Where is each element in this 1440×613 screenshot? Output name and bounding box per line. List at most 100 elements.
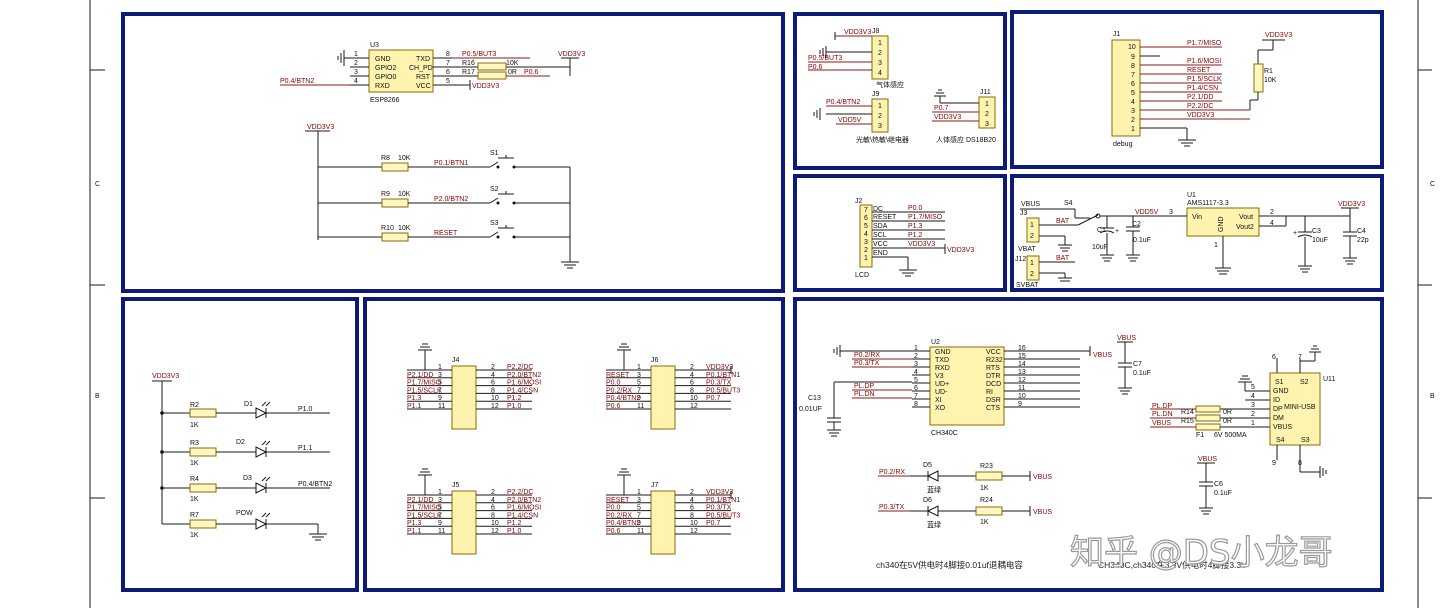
j4-rnum-3: 8: [491, 387, 495, 394]
u3-net-txd: P0.5/BUT3: [462, 51, 496, 58]
j11-pin1: 1: [985, 101, 989, 108]
d5-color: 蓝绿: [927, 485, 941, 494]
usb-pin-dp: DP: [1273, 406, 1283, 413]
usb-pin-gnd: GND: [1273, 388, 1289, 395]
u3-pin8-num: 8: [446, 51, 450, 58]
j1-pin9: 9: [1131, 54, 1135, 61]
lcd-label: LCD: [855, 272, 869, 279]
r10-ref: R10: [381, 225, 394, 232]
c1-ref: C1: [1097, 227, 1106, 234]
lcd-net-p12: P1.2: [908, 232, 923, 239]
usb-s1: S1: [1275, 379, 1284, 386]
mini-usb-connector: [1269, 372, 1321, 446]
j7-lnet-1: RESET: [606, 497, 630, 504]
r8-resistor: [381, 162, 409, 172]
j8-pin4: 4: [878, 70, 882, 77]
j5-ref: J5: [452, 482, 460, 489]
j7-lnum-1: 3: [637, 497, 641, 504]
lcd-name-vcc: VCC: [873, 241, 888, 248]
r23-val: 1K: [980, 485, 989, 492]
j11-pin3: 3: [985, 121, 989, 128]
button-row-2: R9 10K P2.0/BTN2 S2: [318, 186, 570, 208]
svg-text:+: +: [1293, 230, 1297, 237]
j6-rnum-3: 8: [690, 387, 694, 394]
j6-rnet-0: VDD3V3: [706, 364, 733, 371]
j4-lnum-4: 9: [438, 395, 442, 402]
j1-pin1: 1: [1131, 126, 1135, 133]
r14-ref: R14: [1181, 409, 1194, 416]
r24-resistor: [975, 506, 1003, 516]
zone-label-b-right: B: [1430, 393, 1435, 400]
u3-net-r17: P0.6: [524, 69, 539, 76]
j5-rnum-3: 8: [491, 512, 495, 519]
u3-pin4-name: RXD: [375, 83, 390, 90]
button-section: VDD3V3 R8 10K P0.1/BTN1 S1 R9 10K P2.0/B…: [305, 124, 579, 269]
u3-pin5-name: VCC: [416, 83, 431, 90]
u2-lnum-6: 7: [914, 393, 918, 400]
j2-pin5: 5: [864, 223, 868, 230]
r1-val: 10K: [1264, 77, 1277, 84]
usb-s3: S3: [1301, 437, 1310, 444]
j5-lnet-2: P1.7/MISO: [407, 505, 442, 512]
j4-lnum-5: 11: [438, 403, 445, 410]
r2-ref: R2: [190, 402, 199, 409]
u3-pin8-name: TXD: [416, 56, 430, 63]
u11-ref: U11: [1323, 376, 1335, 383]
usb-pin-id: ID: [1273, 397, 1280, 404]
r9-val: 10K: [398, 191, 411, 198]
vbat-label: VBAT: [1018, 246, 1036, 253]
button-net-1: P0.1/BTN1: [434, 160, 468, 167]
u2-rname-0: VCC: [986, 349, 1001, 356]
r9-ref: R9: [381, 191, 390, 198]
r7-resistor: [189, 519, 217, 529]
usb-shield-6: 6: [1272, 354, 1276, 361]
j1-net-vdd: VDD3V3: [1187, 112, 1214, 119]
j1-pin10: 10: [1128, 44, 1136, 51]
led-net-3: P0.4/BTN2: [298, 481, 332, 488]
r2-val: 1K: [190, 422, 199, 429]
button-row-3: R10 10K RESET S3: [318, 220, 570, 242]
u2-lname-0: GND: [935, 349, 951, 356]
j7-rnum-4: 10: [690, 520, 698, 527]
j1-pin6: 6: [1131, 81, 1135, 88]
u2-rnum-7: 9: [1018, 401, 1022, 408]
r24-ref: R24: [980, 497, 993, 504]
usb-net-dp: PL.DP: [1152, 403, 1173, 410]
u3-pin2-num: 2: [354, 60, 358, 67]
u2-rnum-0: 16: [1018, 345, 1026, 352]
r4-resistor: [189, 483, 217, 493]
j6-lnum-0: 1: [637, 364, 641, 371]
j6-lnum-3: 7: [637, 387, 641, 394]
j6-rnum-1: 4: [690, 372, 694, 379]
debug-section: J1 debug 10 9 8 7 6 5 4 3 2 1 P1.7/MISO …: [1111, 31, 1292, 148]
j9-net-btn2: P0.4/BTN2: [826, 99, 860, 106]
j11-net-vdd: VDD3V3: [934, 114, 961, 121]
c6-vbus: VBUS: [1198, 456, 1217, 463]
power-module-border: [1010, 174, 1384, 292]
r23-ref: R23: [980, 463, 993, 470]
j8-pin2: 2: [878, 50, 882, 57]
rx-led-net: P0.2/RX: [879, 469, 905, 476]
c6-ref: C6: [1214, 481, 1223, 488]
r1-ref: R1: [1264, 68, 1273, 75]
j4-rnum-5: 12: [491, 403, 499, 410]
led-row-3: R4 1K D3 P0.4/BTN2: [162, 475, 332, 503]
sensor-section: J8 1 2 3 4 VDD3V3 P0.5/BUT3 P0.6 气体感应 J9…: [808, 28, 996, 144]
u1-gnd: GND: [1218, 216, 1225, 232]
j12-ref: J12: [1015, 256, 1026, 263]
u2-rname-1: R232: [986, 357, 1003, 364]
usb-pin-1: 1: [1251, 420, 1255, 427]
j4-lnet-3: P1.5/SCLK: [407, 387, 442, 394]
u2-lnum-4: 5: [914, 377, 918, 384]
c13-val: 0.01UF: [799, 406, 822, 413]
j5-lnet-5: P1.1: [407, 528, 422, 535]
lcd-module-border: [793, 174, 1007, 292]
vdd5v-label: VDD5V: [1135, 209, 1159, 216]
j12-pin1: 1: [1030, 260, 1034, 267]
j7-lnet-4: P0.4/BTN2: [606, 520, 640, 527]
rx-led-row: P0.2/RX D5 蓝绿 R23 1K VBUS: [878, 462, 1052, 494]
ch340-net-tx: P0.3/TX: [854, 360, 880, 367]
sheet-frame: C B C B: [89, 0, 1435, 608]
r8-val: 10K: [398, 155, 411, 162]
